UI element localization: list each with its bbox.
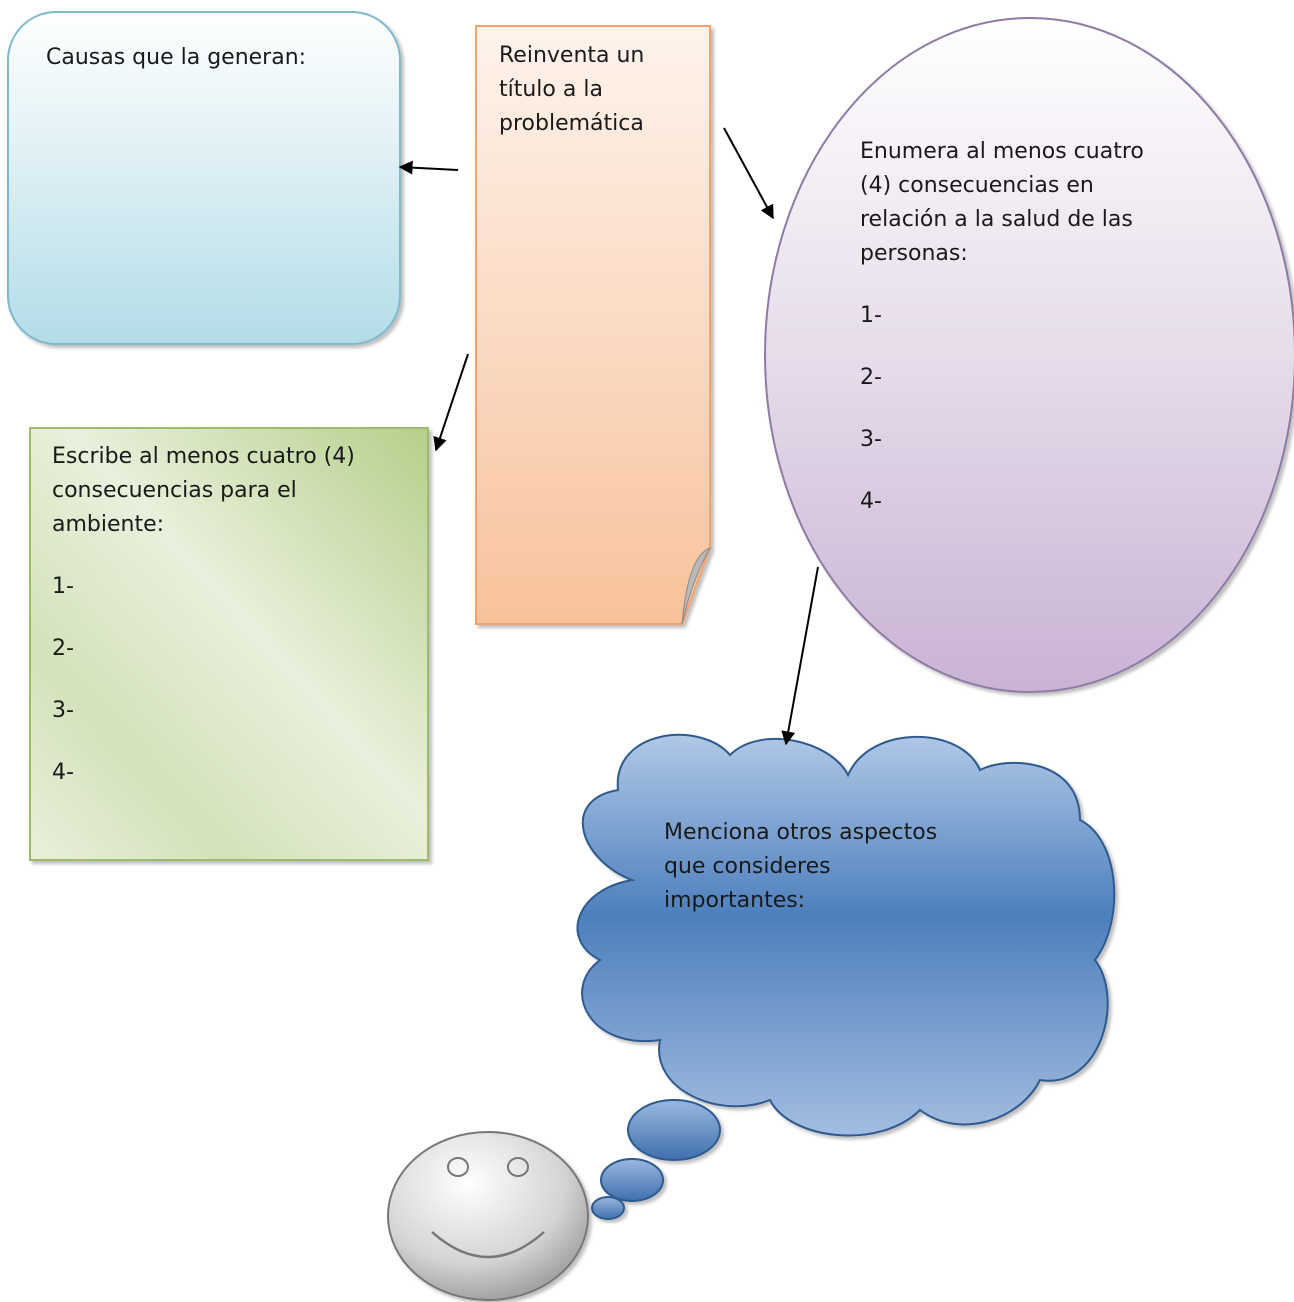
- environment-line: Escribe al menos cuatro (4): [52, 444, 355, 469]
- title-line: Reinventa un: [499, 43, 645, 68]
- thought-bubble-medium: [600, 1158, 664, 1202]
- arrow-to-cloud: [781, 566, 819, 746]
- left-eye-icon: [447, 1157, 469, 1177]
- environment-line: ambiente:: [52, 512, 165, 537]
- health-line: relación a la salud de las: [860, 207, 1133, 232]
- health-line: (4) consecuencias en: [860, 173, 1094, 198]
- environment-item: 3-: [52, 698, 74, 723]
- cloud-line: que consideres: [664, 854, 831, 879]
- environment-box: [29, 427, 429, 861]
- health-oval: [764, 17, 1294, 693]
- title-note-text: Reinventa un título a la problemática: [499, 39, 699, 141]
- health-oval-text: Enumera al menos cuatro (4) consecuencia…: [860, 135, 1190, 519]
- environment-item: 4-: [52, 760, 74, 785]
- cloud-line: importantes:: [664, 888, 806, 913]
- health-line: personas:: [860, 241, 968, 266]
- cloud-text: Menciona otros aspectos que consideres i…: [664, 816, 994, 918]
- environment-item: 1-: [52, 574, 74, 599]
- thought-cloud: [576, 733, 1116, 1137]
- cloud-line: Menciona otros aspectos: [664, 820, 938, 845]
- causes-text: Causas que la generan:: [46, 45, 307, 70]
- arrow-to-health: [723, 127, 774, 220]
- right-eye-icon: [507, 1157, 529, 1177]
- arrow-to-causes: [398, 160, 459, 175]
- health-item: 3-: [860, 427, 882, 452]
- environment-item: 2-: [52, 636, 74, 661]
- smile-icon: [431, 1231, 545, 1259]
- arrow-to-environment: [433, 353, 469, 452]
- title-line: título a la: [499, 77, 603, 102]
- thought-bubble-large: [627, 1099, 721, 1161]
- thought-bubble-small: [591, 1196, 625, 1220]
- smiley-face-icon: [387, 1131, 589, 1301]
- health-item: 1-: [860, 303, 882, 328]
- health-item: 2-: [860, 365, 882, 390]
- environment-box-text: Escribe al menos cuatro (4) consecuencia…: [52, 440, 422, 790]
- health-item: 4-: [860, 489, 882, 514]
- title-note: [475, 25, 712, 625]
- health-line: Enumera al menos cuatro: [860, 139, 1144, 164]
- causes-box: [7, 11, 401, 345]
- causes-label: Causas que la generan:: [46, 41, 306, 75]
- title-line: problemática: [499, 111, 644, 136]
- environment-line: consecuencias para el: [52, 478, 297, 503]
- note-curl: [681, 547, 712, 625]
